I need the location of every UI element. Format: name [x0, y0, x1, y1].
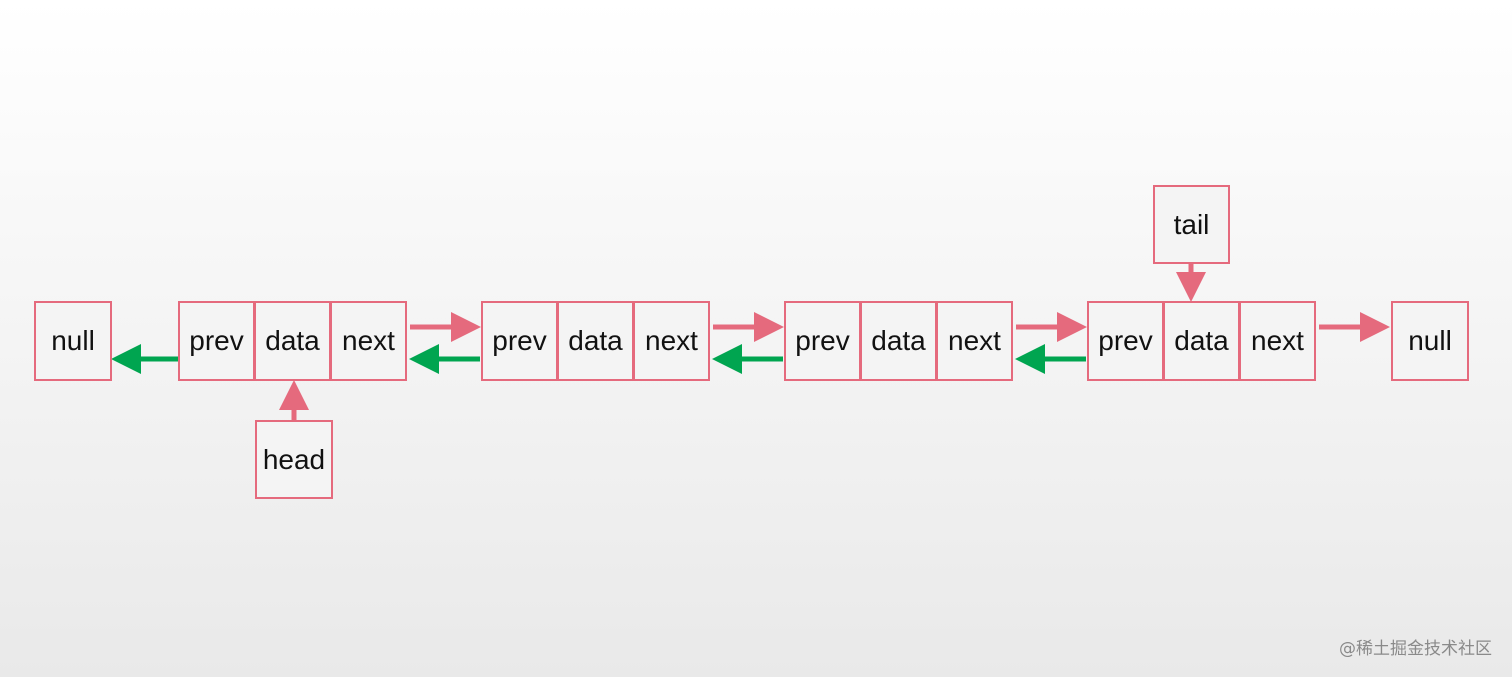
node-3-data-cell: data [860, 301, 937, 381]
node-4-prev-cell: prev [1087, 301, 1164, 381]
node-2-next-label: next [645, 325, 698, 356]
node-2-data-label: data [568, 325, 623, 356]
head-label: head [262, 443, 326, 475]
null-right-label: null [1408, 325, 1452, 356]
watermark-text: @稀土掘金技术社区 [1339, 639, 1492, 659]
node-1-next-cell: next [330, 301, 407, 381]
node-4-data-label: data [1174, 325, 1229, 356]
node-3-prev-cell: prev [784, 301, 861, 381]
node-3-next-cell: next [936, 301, 1013, 381]
node-4-prev-label: prev [1098, 325, 1153, 356]
node-1-prev-label: prev [189, 325, 244, 356]
null-left-box: null [34, 301, 112, 381]
node-1-next-label: next [342, 325, 395, 356]
null-left-label: null [51, 325, 95, 356]
node-1-data-cell: data [254, 301, 331, 381]
node-4-next-cell: next [1239, 301, 1316, 381]
node-3-prev-label: prev [795, 325, 850, 356]
node-2-next-cell: next [633, 301, 710, 381]
node-4-next-label: next [1251, 325, 1304, 356]
node-2-prev-cell: prev [481, 301, 558, 381]
head-box: head [255, 420, 333, 499]
node-1-prev-cell: prev [178, 301, 255, 381]
node-4-data-cell: data [1163, 301, 1240, 381]
null-right-box: null [1391, 301, 1469, 381]
list-node-1: prev data next [178, 301, 407, 381]
tail-label: tail [1173, 208, 1210, 240]
node-2-data-cell: data [557, 301, 634, 381]
node-3-data-label: data [871, 325, 926, 356]
node-2-prev-label: prev [492, 325, 547, 356]
list-node-3: prev data next [784, 301, 1013, 381]
node-1-data-label: data [265, 325, 320, 356]
tail-box: tail [1153, 185, 1230, 264]
node-3-next-label: next [948, 325, 1001, 356]
list-node-2: prev data next [481, 301, 710, 381]
list-node-4: prev data next [1087, 301, 1316, 381]
